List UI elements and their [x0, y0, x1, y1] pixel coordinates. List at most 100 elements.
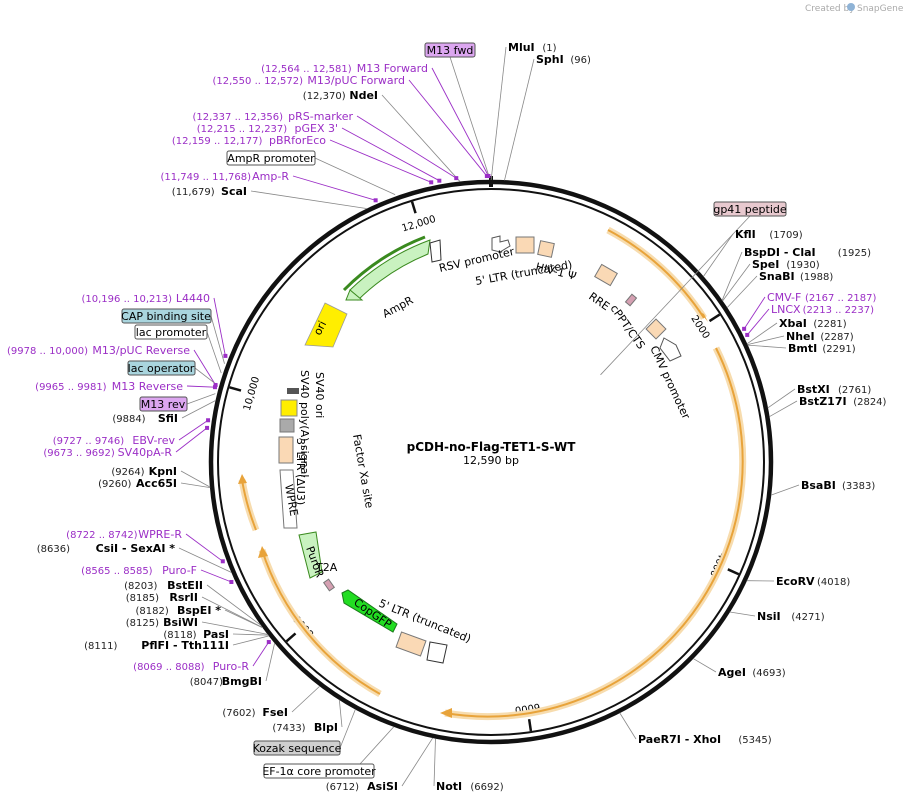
ampr-label: AmpR	[380, 294, 415, 321]
enzyme-leader	[692, 658, 717, 673]
primer-range: (2167 .. 2187)	[805, 293, 877, 304]
primer-site-marker	[229, 579, 234, 584]
enzyme-position: (6712)	[326, 782, 359, 793]
box-leader	[210, 315, 225, 364]
primer-leader	[292, 175, 376, 201]
enzyme-leader	[206, 584, 262, 626]
enzyme-kfli: KflI	[735, 228, 756, 241]
primer-cmv-f: CMV-F	[767, 291, 801, 304]
enzyme-position: (6692)	[470, 782, 503, 793]
primer-site-marker	[742, 326, 747, 331]
primer-ebv-rev: EBV-rev	[132, 434, 175, 447]
enzyme-leader	[722, 263, 751, 302]
enzyme-position: (8636)	[37, 544, 70, 555]
ampr-arrowhead	[345, 289, 364, 301]
primer-puro-f: Puro-F	[162, 564, 197, 577]
primer-leader	[743, 296, 766, 330]
tick-label: 12,000	[401, 214, 438, 235]
cppt-feature	[624, 293, 638, 307]
enzyme-position: (1709)	[769, 230, 802, 241]
primer-range: (12,215 .. 12,237)	[197, 124, 288, 135]
enzyme-position: (4018)	[817, 577, 850, 588]
orf-arc-2	[444, 347, 744, 718]
enzyme-position: (8111)	[84, 641, 117, 652]
enzyme-position: (2824)	[853, 397, 886, 408]
enzyme-spei: SpeI	[752, 258, 779, 271]
snapgene-credit: Created by SnapGene	[805, 3, 903, 14]
box-leader	[194, 367, 218, 386]
orf-arrow-4	[238, 474, 247, 484]
primer-puro-r: Puro-R	[213, 660, 250, 673]
enzyme-leader	[747, 344, 787, 349]
enzyme-bmti: BmtI	[788, 342, 817, 355]
tick-mark	[708, 313, 721, 323]
ampr-outline	[342, 235, 426, 292]
primer-site-marker	[223, 353, 228, 358]
box-leader	[339, 709, 356, 749]
sv40-polya-label-2: SV40 poly(A) signal	[298, 370, 311, 477]
primer-pbrforeco: pBRforEco	[269, 134, 326, 147]
enzyme-position: (2761)	[838, 385, 871, 396]
orf-arrow-3	[258, 546, 268, 558]
enzyme-leader	[770, 484, 800, 496]
primer-leader	[252, 641, 270, 667]
enzyme-position: (7433)	[272, 723, 305, 734]
primer-sv40pa-r: SV40pA-R	[118, 446, 173, 459]
enzyme-leader	[250, 190, 368, 210]
enzyme-leader	[703, 233, 734, 277]
box-leader	[449, 56, 490, 179]
tick-mark	[727, 568, 740, 576]
primer-leader	[341, 127, 440, 182]
primer-range: (8722 .. 8742)	[66, 530, 138, 541]
primer-lncx: LNCX	[771, 303, 801, 316]
enzyme-position: (12,370)	[303, 91, 346, 102]
enzyme-ecorv: EcoRV	[776, 575, 815, 588]
primer-leader	[213, 297, 226, 356]
sv40-ori-block	[287, 388, 299, 394]
primer-range: (10,196 .. 10,213)	[82, 294, 173, 305]
ampr-promoter-label: AmpR promoter	[227, 152, 315, 165]
wpre-feature	[279, 469, 298, 529]
sv40-ori-label: SV40 ori	[313, 372, 326, 418]
enzyme-agei: AgeI	[718, 666, 746, 679]
primer-leader	[178, 419, 209, 441]
ori-label: ori	[311, 319, 329, 338]
enzyme-leader	[232, 633, 269, 636]
primer-range: (9978 .. 10,000)	[7, 346, 88, 357]
enzyme-snabi: SnaBI	[759, 270, 795, 283]
primer-site-marker	[213, 382, 218, 387]
tick-mark	[410, 201, 417, 214]
enzyme-kpni: KpnI	[149, 465, 177, 478]
brand-text: SnapGene	[857, 4, 903, 14]
lac-operator-label: lac operator	[128, 362, 195, 375]
leader-lines	[175, 46, 800, 787]
primer-range: (8069 .. 8088)	[133, 662, 205, 673]
enzyme-nsii: NsiI	[757, 610, 781, 623]
plasmid-name: pCDH-no-Flag-TET1-S-WT	[407, 440, 577, 454]
enzyme-leader	[726, 275, 758, 309]
m13-rev-label: M13 rev	[141, 398, 186, 411]
enzyme-leader	[181, 400, 217, 419]
cap-binding-box	[121, 308, 212, 324]
enzyme-position: (8118)	[163, 630, 196, 641]
ori-feature	[304, 302, 348, 348]
primer-leader	[200, 569, 232, 583]
t2a-feature	[322, 578, 336, 592]
primer-range: (11,749 .. 11,768)	[161, 172, 252, 183]
enzyme-pflfi-tth111i: PflFI - Tth111I	[141, 639, 229, 652]
copgfp-feature	[341, 589, 398, 633]
primer-leader	[746, 308, 770, 336]
enzyme-leader	[747, 335, 785, 345]
primer-leader	[329, 139, 432, 183]
enzyme-leader	[201, 596, 263, 628]
enzyme-ndei: NdeI	[349, 89, 378, 102]
enzyme-position: (1988)	[800, 272, 833, 283]
primer-m13-forward: M13 Forward	[357, 62, 428, 75]
orf-arc-1	[607, 229, 705, 319]
primer-l4440: L4440	[176, 292, 210, 305]
primer-range: (12,550 .. 12,572)	[213, 76, 304, 87]
enzyme-bspdi-clai: BspDI - ClaI	[744, 246, 816, 259]
rsv-promoter-feature	[491, 235, 511, 253]
ltr5-bottom-feature	[395, 631, 427, 657]
enzyme-bsabi: BsaBI	[801, 479, 836, 492]
